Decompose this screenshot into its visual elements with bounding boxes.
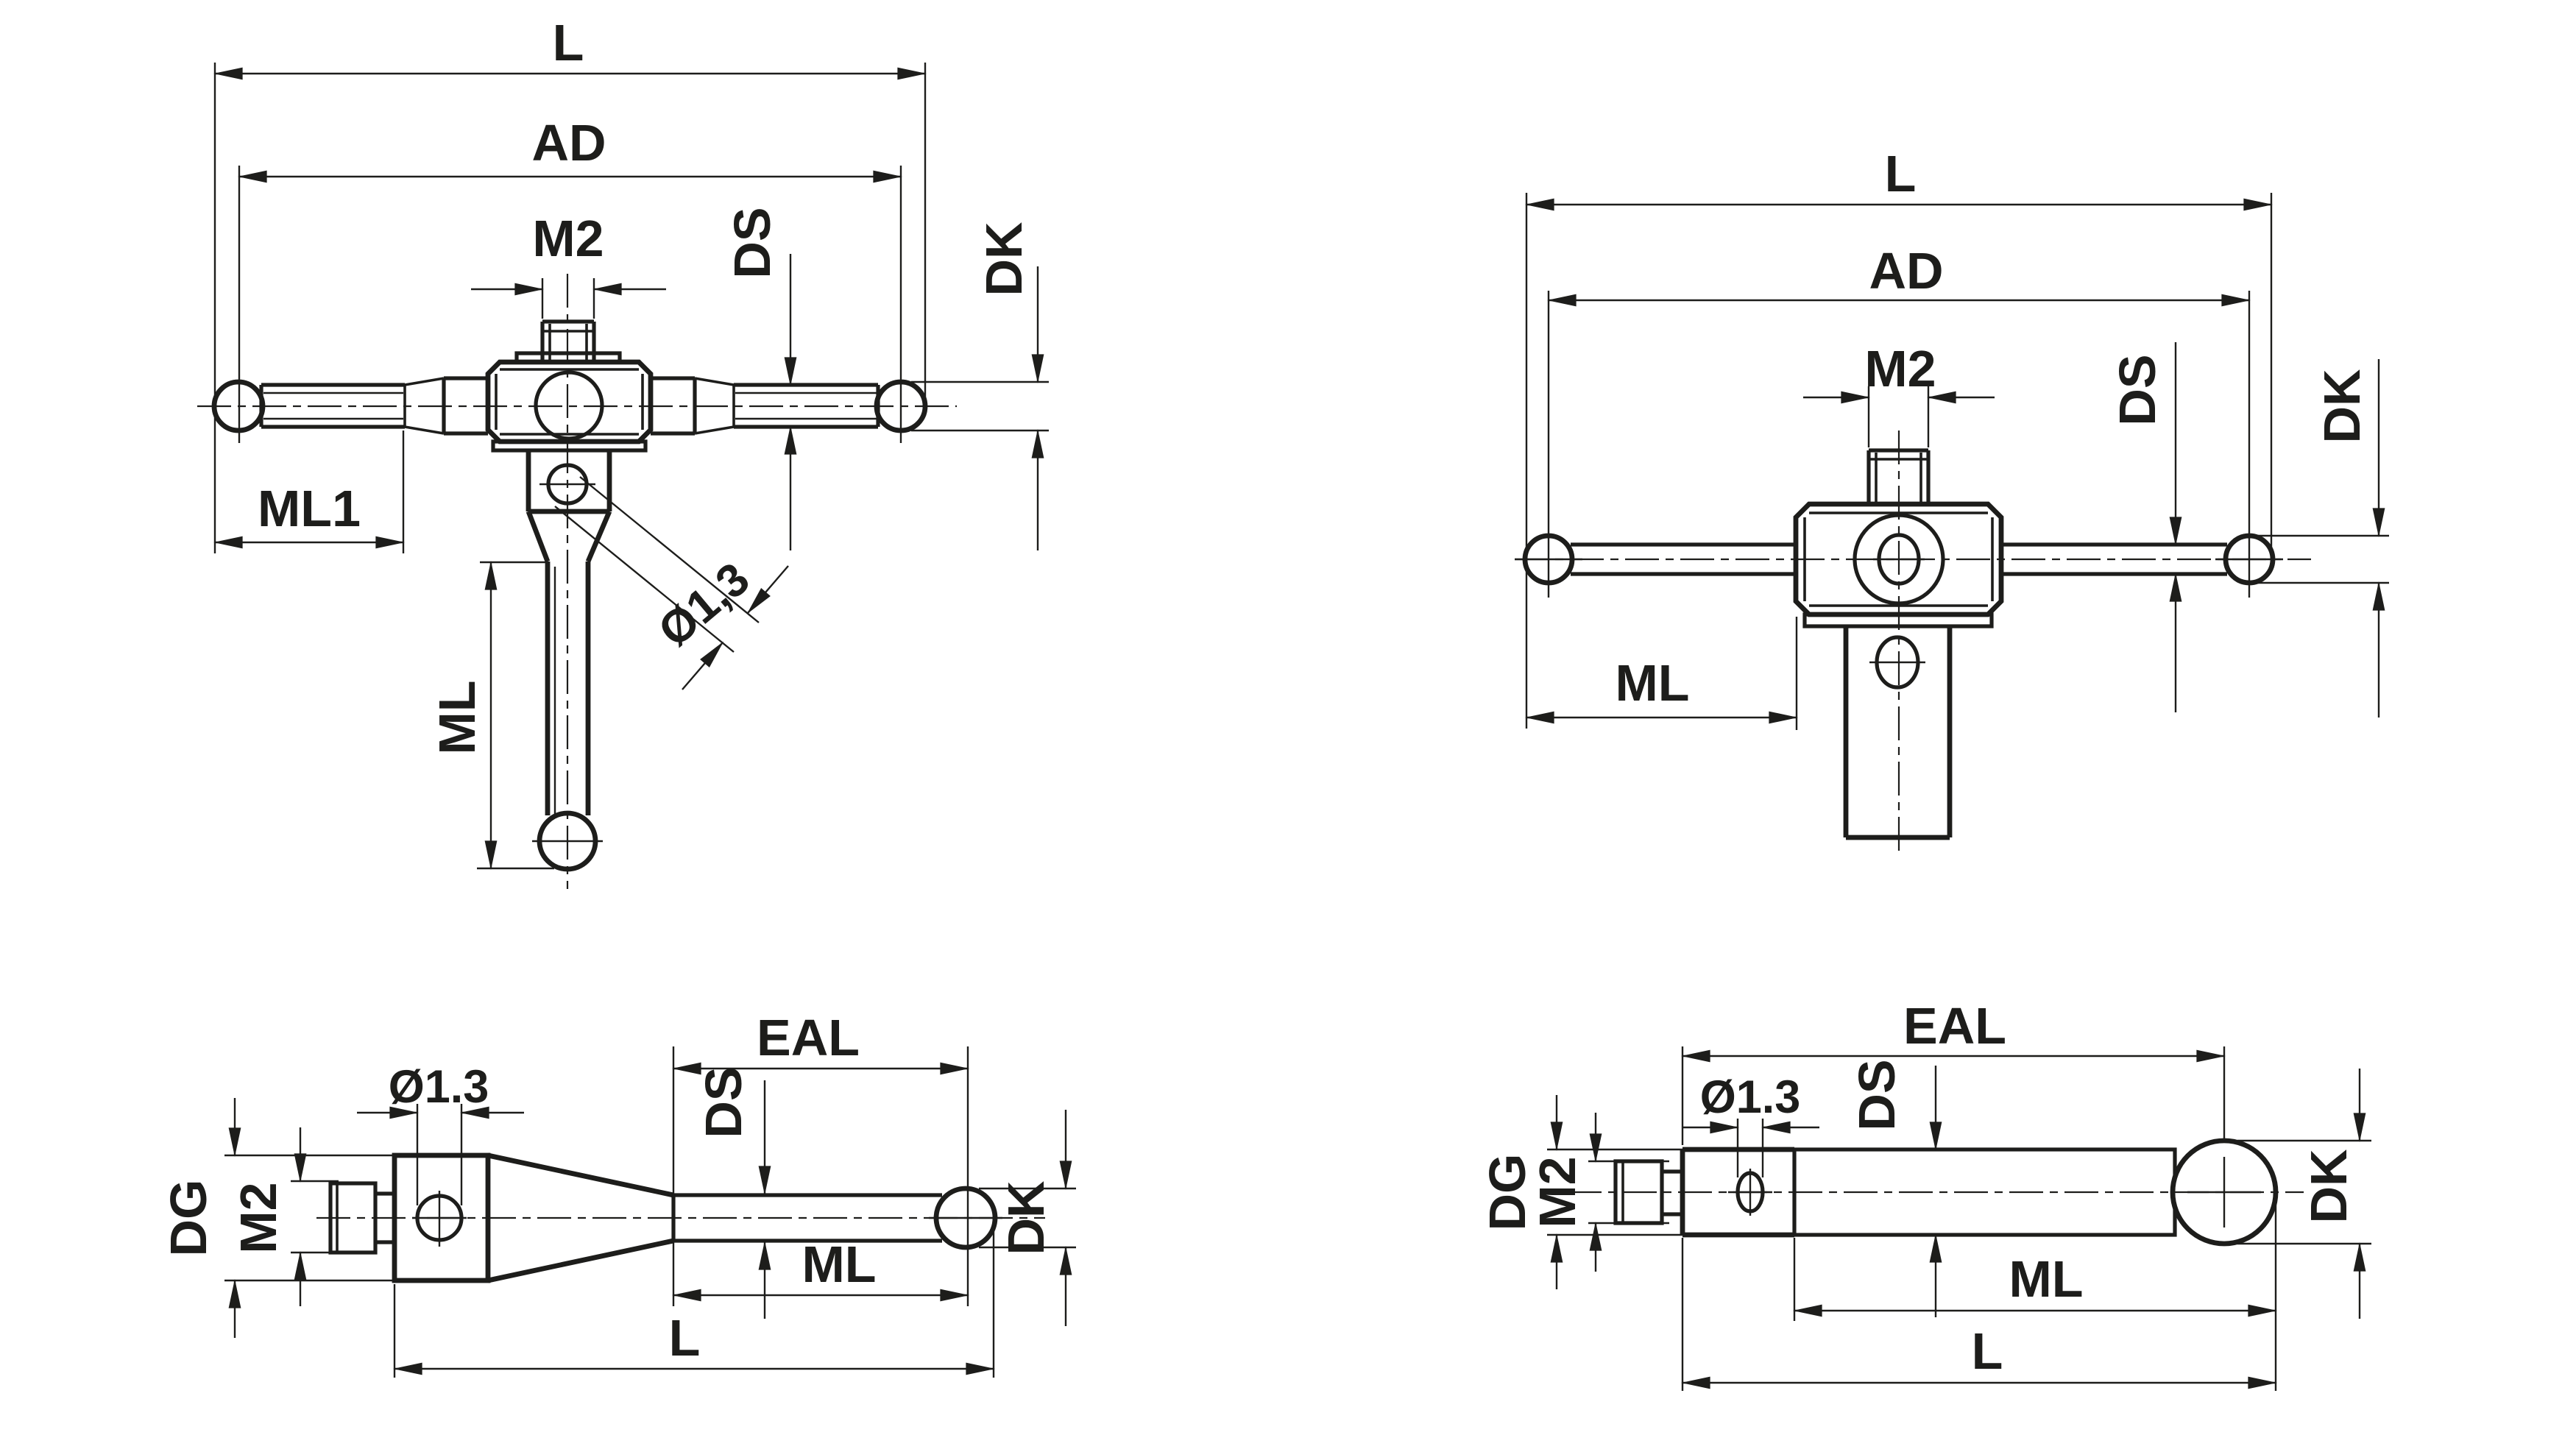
dim-label-DS: DS: [2109, 354, 2166, 425]
part-outline: [211, 319, 928, 872]
diagram-straight-stylus: EAL Ø1.3 DS DG M2 DK ML L: [160, 1009, 1076, 1378]
dim-label-M2: M2: [1864, 340, 1936, 397]
centerlines: [1515, 431, 2311, 854]
dim-label-EAL: EAL: [757, 1009, 860, 1066]
diagram-cylinder-shaft-stylus: EAL Ø1.3 DS DG M2 DK ML L: [1479, 997, 2371, 1391]
dim-label-ML: ML: [802, 1236, 876, 1293]
dim-label-ML: ML: [2009, 1250, 2083, 1308]
dim-label-DS: DS: [723, 207, 781, 278]
dim-label-stem-diameter: Ø1.3: [1700, 1071, 1801, 1123]
centerlines: [197, 274, 957, 889]
dimension-lines: [213, 63, 1049, 870]
dim-label-DS: DS: [1848, 1059, 1906, 1130]
dim-label-EAL: EAL: [1903, 997, 2006, 1055]
dim-label-DK: DK: [2300, 1149, 2357, 1223]
dimension-lines: [1547, 1046, 2371, 1391]
dim-label-L: L: [1972, 1322, 2003, 1380]
diagram-star-stylus-side: L AD M2 ML1 DS DK ML Ø1,3: [197, 14, 1049, 889]
dim-label-AD: AD: [531, 114, 606, 171]
dim-label-AD: AD: [1869, 242, 1943, 300]
dim-label-DK: DK: [975, 222, 1033, 296]
dim-label-ML: ML: [428, 680, 486, 754]
dimension-lines: [224, 1046, 1076, 1378]
dim-label-DK: DK: [997, 1180, 1055, 1255]
dim-label-ML: ML: [1615, 654, 1689, 712]
dim-label-L: L: [553, 14, 584, 71]
dimension-lines: [1515, 193, 2389, 730]
dim-label-DK: DK: [2313, 369, 2371, 443]
dim-label-DG: DG: [1479, 1154, 1536, 1231]
dim-label-ball-diameter: Ø1,3: [649, 553, 760, 656]
dim-label-L: L: [1885, 145, 1917, 202]
dim-label-M2: M2: [230, 1182, 287, 1253]
dim-label-DG: DG: [160, 1180, 217, 1257]
dim-label-ML1: ML1: [258, 480, 361, 537]
dim-label-L: L: [669, 1309, 701, 1367]
diagram-star-stylus-front: L AD M2 DS DK ML: [1515, 145, 2389, 854]
dim-label-M2: M2: [532, 210, 604, 267]
dim-label-DS: DS: [695, 1066, 752, 1138]
dim-label-stem-diameter: Ø1.3: [389, 1061, 489, 1113]
dim-label-M2: M2: [1529, 1156, 1586, 1227]
